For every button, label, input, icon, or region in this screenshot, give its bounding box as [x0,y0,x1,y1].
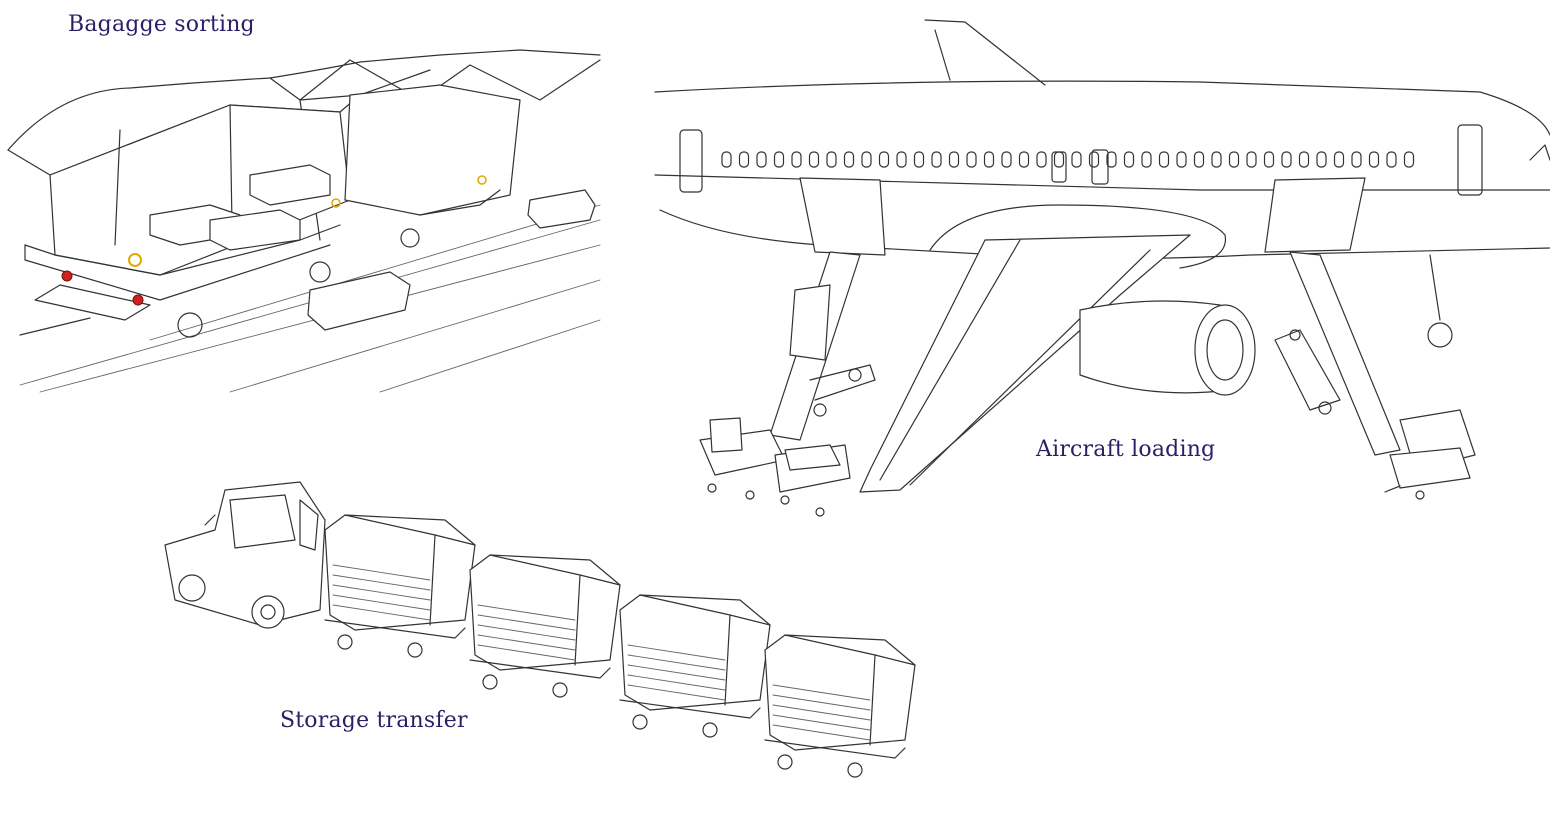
baggage-sorting-scene [7,49,601,393]
storage-transfer-scene [164,481,916,778]
aircraft-window [1036,151,1047,168]
aircraft-window [1403,151,1415,168]
aircraft-window [878,151,890,168]
rear-belt-loader [1274,251,1476,500]
baggage-dolly [764,634,916,778]
aircraft-fuselage [654,19,1550,260]
aircraft-window [861,151,872,168]
baggage-dolly [324,514,476,658]
aircraft-window [1246,151,1257,168]
aircraft-window [1123,151,1135,168]
aircraft-window [808,151,820,168]
aircraft-doors [679,124,1550,196]
aircraft-window [721,151,732,168]
aircraft-wing [859,234,1191,493]
aircraft-engine [1079,300,1256,396]
landing-gear [1427,254,1453,348]
aircraft-window [738,151,750,168]
aircraft-window [1176,151,1187,168]
aircraft-window [1281,151,1292,168]
red-marker-right [132,294,144,306]
tug-tractor [164,481,326,629]
aircraft-window [1368,151,1380,168]
aircraft-window [1053,151,1065,168]
yellow-ring-marker-3 [477,175,487,185]
baggage-dolly [469,554,621,698]
aircraft-window [1193,151,1205,168]
caption-storage-transfer: Storage transfer [280,708,468,733]
aircraft-loading-scene [654,19,1550,517]
front-belt-loader [699,251,876,517]
aircraft-window [756,151,767,168]
aircraft-window [1001,151,1012,168]
aircraft-window [1071,151,1082,168]
aircraft-windows [721,151,1415,168]
aircraft-window [1158,151,1170,168]
aircraft-window [1316,151,1327,168]
front-cargo-hold [799,177,886,256]
aircraft-window [1298,151,1310,168]
baggage-dolly [619,594,771,738]
rear-cargo-hold [1264,177,1366,253]
aircraft-window [843,151,855,168]
aircraft-window [773,151,785,168]
yellow-ring-marker-2 [331,198,341,208]
aircraft-window [913,151,925,168]
aircraft-window [931,151,942,168]
aircraft-window [826,151,837,168]
wing-fairing [929,204,1227,269]
aircraft-window [1106,151,1117,168]
aircraft-window [791,151,802,168]
aircraft-window [896,151,907,168]
red-marker-left [61,270,73,282]
aircraft-window [1386,151,1397,168]
aircraft-window [1141,151,1152,168]
sorting-suitcase [307,271,411,331]
baggage-dolly-train [324,514,916,778]
sorting-cart-main [19,104,351,338]
caption-baggage-sorting: Bagagge sorting [68,12,255,37]
sorting-cart-second [344,84,596,248]
aircraft-window [966,151,977,168]
aircraft-window [1018,151,1030,168]
aircraft-window [1228,151,1240,168]
caption-aircraft-loading: Aircraft loading [1036,437,1216,462]
aircraft-window [1351,151,1362,168]
aircraft-window [1263,151,1275,168]
aircraft-window [1088,151,1100,168]
aircraft-window [1333,151,1345,168]
yellow-ring-marker [128,253,142,267]
aircraft-window [983,151,995,168]
aircraft-window [1211,151,1222,168]
aircraft-window [948,151,960,168]
